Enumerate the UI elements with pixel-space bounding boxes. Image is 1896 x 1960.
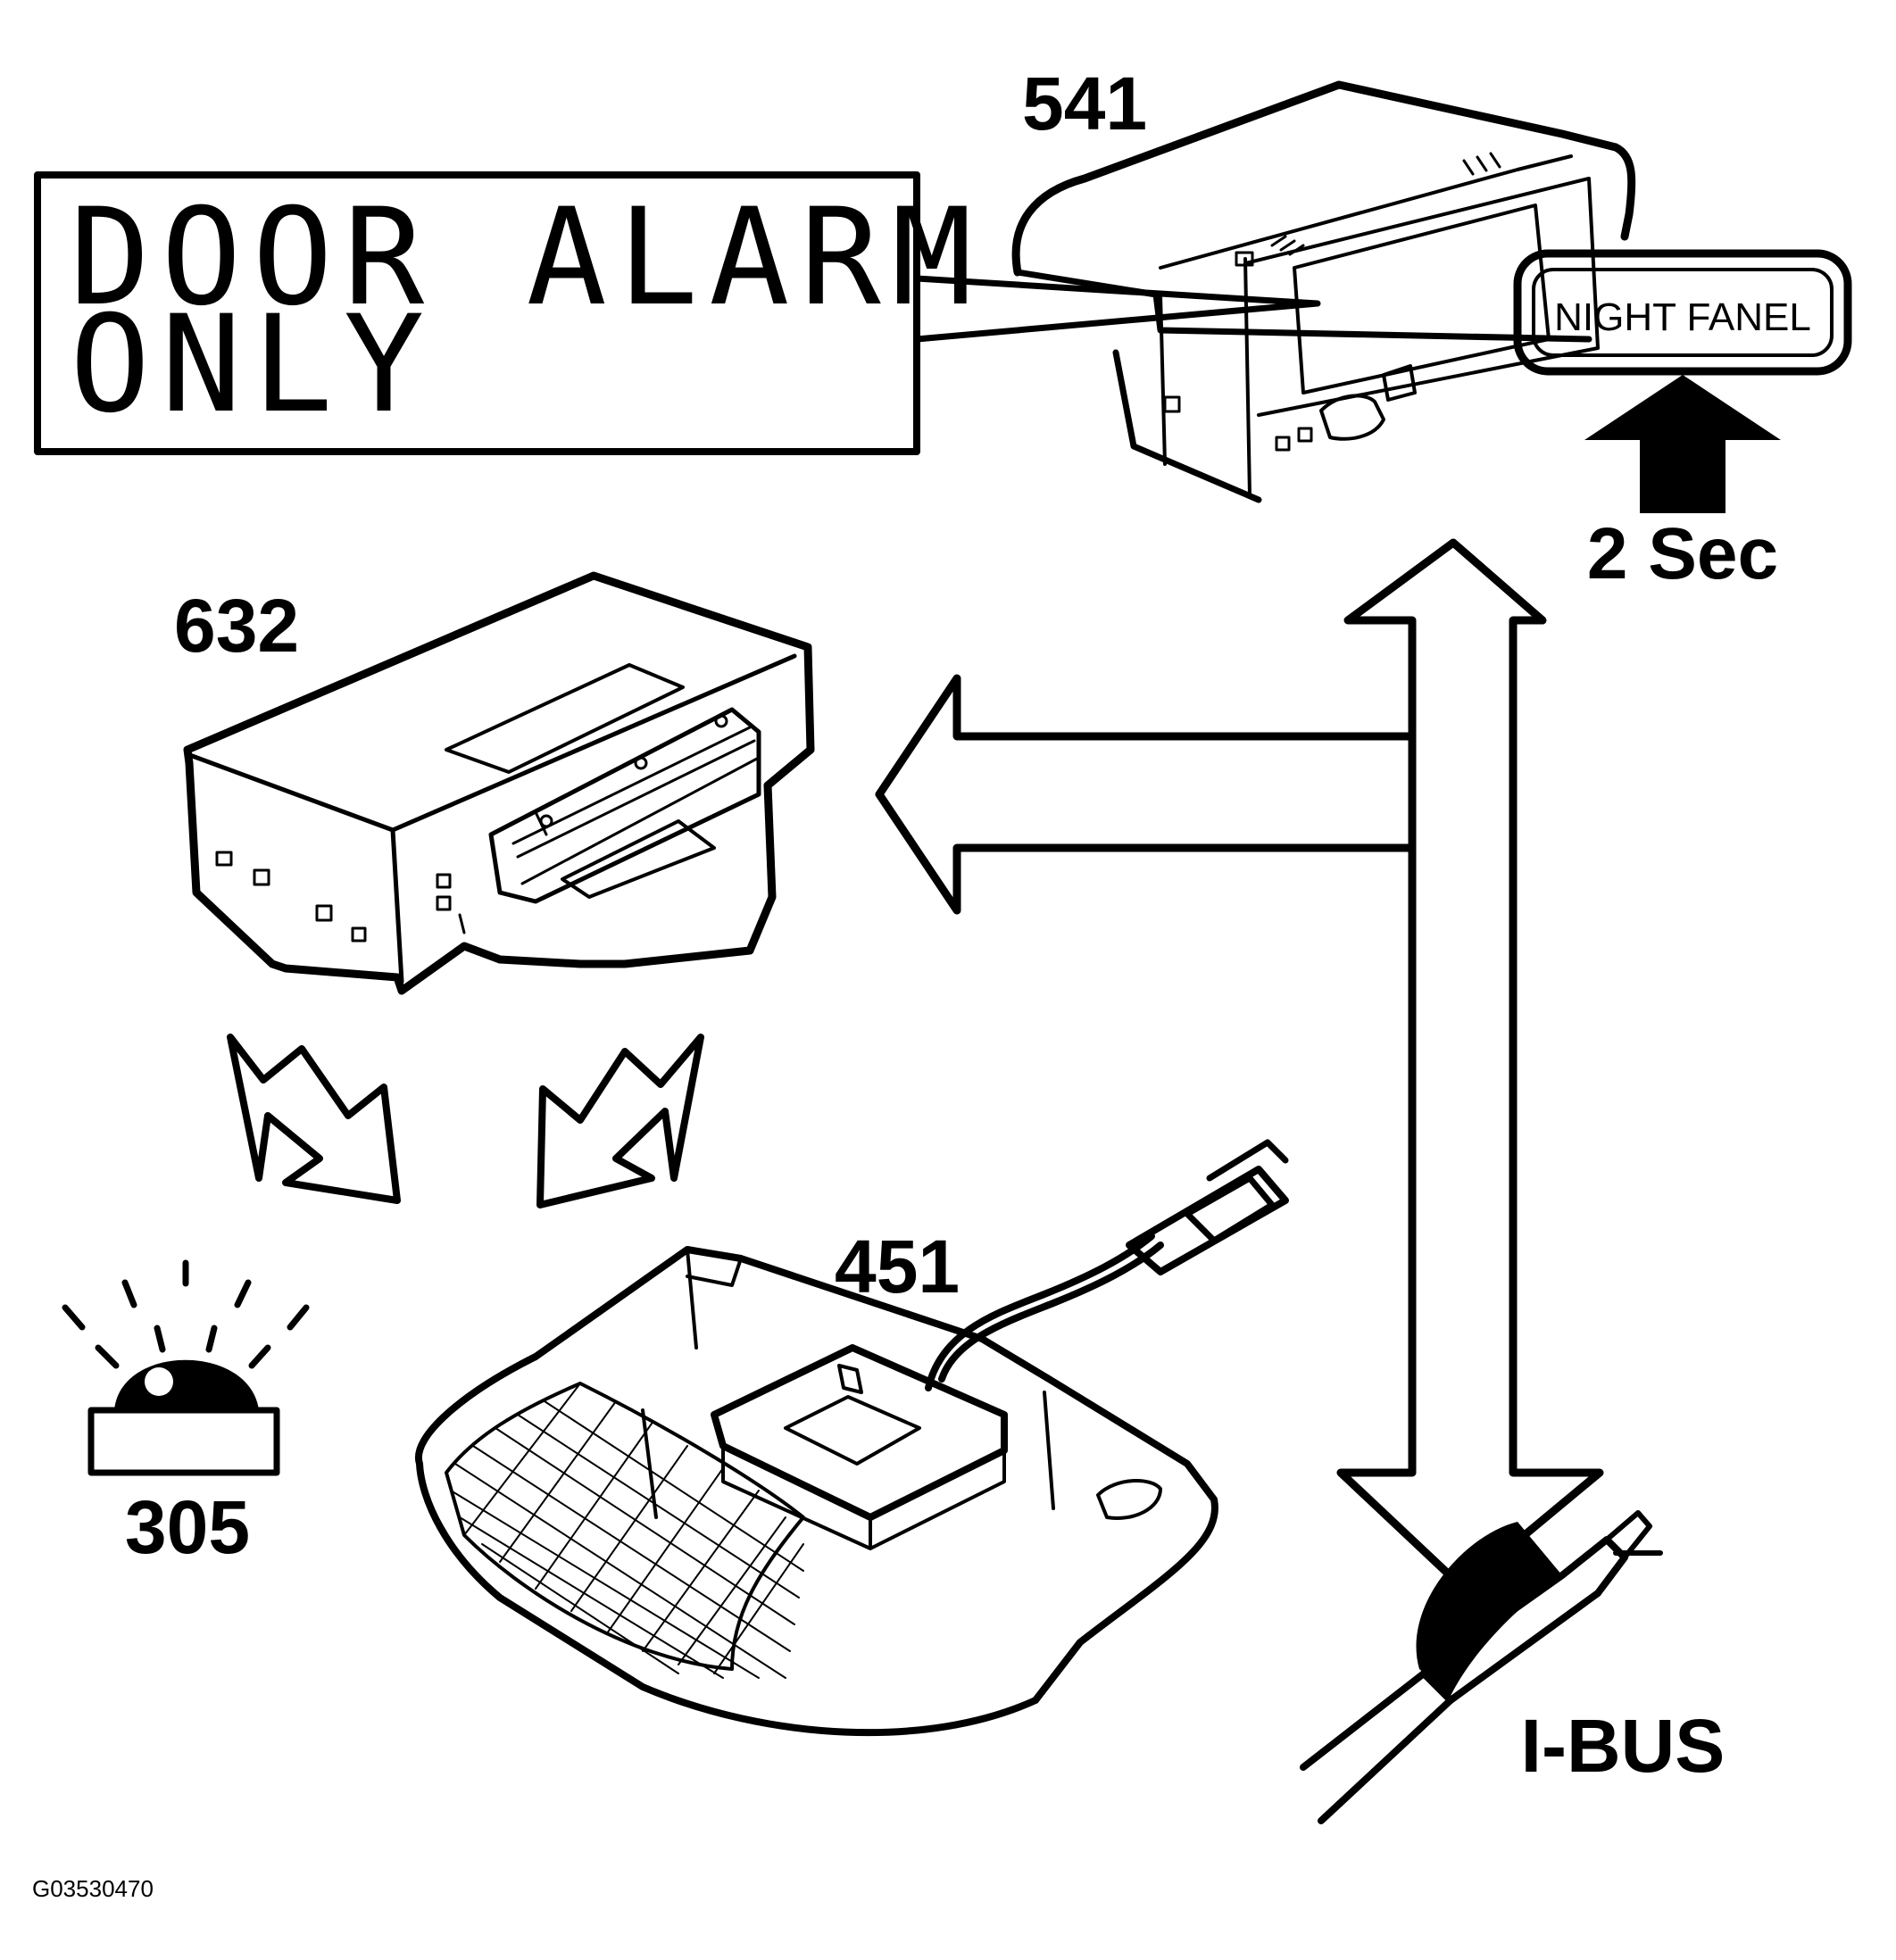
lcd-pointer	[913, 275, 1321, 343]
label-632: 632	[174, 584, 299, 668]
night-panel-label: NIGHT FANEL	[1554, 295, 1811, 339]
interior-light-451: 451	[414, 1139, 1289, 1737]
i-bus-connector: I-BUS	[1300, 1510, 1726, 1824]
hold-time-label: 2 Sec	[1587, 513, 1778, 594]
bus-arrows	[875, 538, 1604, 1591]
figure-id: G03530470	[32, 1875, 154, 1902]
lcd-line-1: DOOR ALARM	[70, 180, 983, 336]
label-305: 305	[125, 1485, 250, 1569]
press-arrow: 2 Sec	[1584, 375, 1781, 594]
label-i-bus: I-BUS	[1521, 1704, 1726, 1788]
night-panel-button[interactable]: NIGHT FANEL	[1513, 249, 1852, 376]
output-arrows	[227, 1034, 704, 1208]
instrument-cluster-541: 541	[1011, 62, 1636, 503]
alarm-led-305: 305	[62, 1259, 310, 1569]
lcd-display-panel: DOOR ALARM ONLY	[34, 171, 1321, 455]
lcd-line-2: ONLY	[70, 287, 435, 443]
label-541: 541	[1022, 62, 1147, 145]
control-module-632: 632	[174, 571, 815, 995]
